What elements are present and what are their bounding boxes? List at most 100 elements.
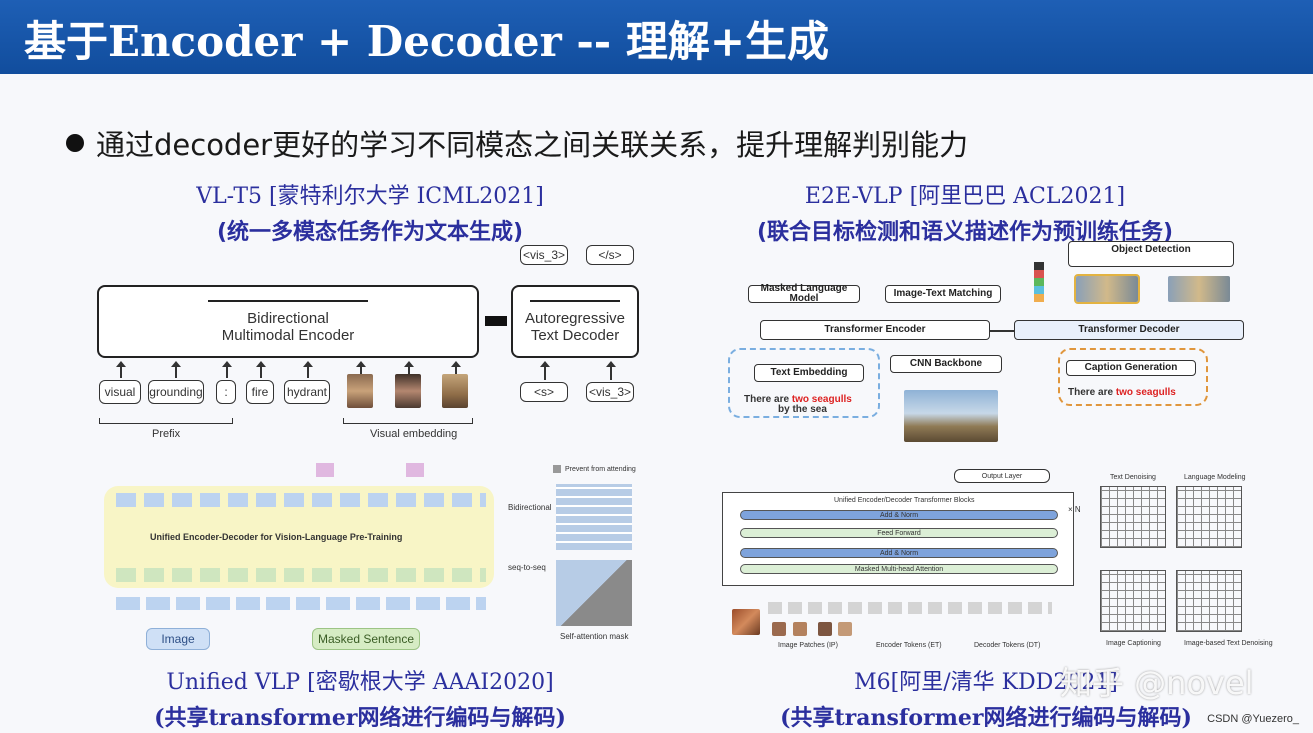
up-arrow-icon bbox=[116, 361, 126, 378]
m6-add-norm: Add & Norm bbox=[740, 510, 1058, 520]
caption-gen-group bbox=[1058, 348, 1208, 406]
m6-title: M6[阿里/清华 KDD2021] bbox=[854, 670, 1118, 695]
slide-header: 基于Encoder + Decoder -- 理解+生成 bbox=[0, 0, 1313, 74]
vlp-input-tokens bbox=[116, 597, 486, 610]
output-token: </s> bbox=[586, 245, 634, 265]
color-legend-icon bbox=[1034, 262, 1044, 302]
m6-input-tokens bbox=[768, 602, 1052, 614]
vlp-mask-top bbox=[316, 463, 334, 477]
m6-subtitle: (共享transformer网络进行编码与解码) bbox=[780, 705, 1192, 731]
seq2seq-label: seq-to-seq bbox=[508, 563, 546, 572]
text-sample: There are two seagulls bbox=[744, 394, 852, 405]
mask-label: Self-attention mask bbox=[560, 632, 629, 641]
unified-vlp-caption: Unified VLP [密歇根大学 AAAI2020] (共享transfor… bbox=[150, 664, 570, 732]
up-arrow-icon bbox=[171, 361, 181, 378]
legend-swatch-icon bbox=[553, 465, 561, 473]
text-sample-line2: by the sea bbox=[778, 404, 827, 415]
m6-patch-image bbox=[772, 622, 786, 636]
text-embedding-box: Text Embedding bbox=[754, 364, 864, 382]
m6-caption: M6[阿里/清华 KDD2021] (共享transformer网络进行编码与解… bbox=[766, 664, 1206, 732]
visual-embedding-label: Visual embedding bbox=[370, 428, 458, 440]
m6-blocks-label: Unified Encoder/Decoder Transformer Bloc… bbox=[834, 497, 975, 504]
m6-language-modeling-label: Language Modeling bbox=[1184, 474, 1246, 481]
vlt5-decoder-box: Autoregressive Text Decoder bbox=[511, 285, 639, 358]
bullet-text: 通过decoder更好的学习不同模态之间关联关系，提升理解判别能力 bbox=[96, 128, 969, 162]
m6-grid-1 bbox=[1100, 486, 1166, 548]
csdn-credit: CSDN @Yuezero_ bbox=[1207, 713, 1299, 725]
e2evlp-title: E2E-VLP [阿里巴巴 ACL2021] bbox=[804, 184, 1126, 209]
output-token: <vis_3> bbox=[520, 245, 568, 265]
caption-sample-a: There are bbox=[1068, 387, 1116, 398]
masked-lm-box: Masked Language Model bbox=[748, 283, 860, 304]
up-arrow-icon bbox=[540, 361, 550, 380]
input-token: grounding bbox=[148, 380, 204, 404]
m6-patch-image bbox=[732, 609, 760, 635]
prefix-label: Prefix bbox=[152, 428, 181, 440]
m6-patch-image bbox=[818, 622, 832, 636]
decoder-input-token: <s> bbox=[520, 382, 568, 402]
decoder-line1: Autoregressive bbox=[524, 309, 626, 327]
visual-patch-image bbox=[395, 374, 421, 408]
text-embedding-group bbox=[728, 348, 880, 418]
text-sample-a: There are bbox=[744, 394, 792, 405]
m6-text-denoising-label: Text Denoising bbox=[1110, 474, 1156, 481]
m6-enc-tokens-label: Encoder Tokens (ET) bbox=[876, 642, 942, 649]
seq2seq-attention-mask bbox=[556, 560, 632, 626]
masked-sentence-box: Masked Sentence bbox=[312, 628, 420, 650]
bidir-attention-mask bbox=[556, 484, 632, 550]
m6-patches-label: Image Patches (IP) bbox=[778, 642, 838, 649]
right-arrow-icon bbox=[485, 316, 507, 326]
caption-gen-box: Caption Generation bbox=[1066, 360, 1196, 376]
m6-image-captioning-label: Image Captioning bbox=[1106, 640, 1161, 647]
m6-ff: Feed Forward bbox=[740, 528, 1058, 538]
vlp-mask-top bbox=[406, 463, 424, 477]
encoder-line1: Bidirectional bbox=[247, 309, 329, 327]
decoder-line2: Text Decoder bbox=[530, 326, 620, 344]
detection-photo bbox=[1074, 274, 1140, 304]
m6-grid-3 bbox=[1100, 570, 1166, 632]
cnn-backbone-box: CNN Backbone bbox=[890, 355, 1002, 373]
caption-sample-b: two seagulls bbox=[1115, 387, 1176, 398]
m6-patch-image bbox=[838, 622, 852, 636]
visual-patch-image bbox=[347, 374, 373, 408]
up-arrow-icon bbox=[606, 361, 616, 380]
legend-label: Prevent from attending bbox=[565, 466, 636, 473]
e2evlp-subtitle: (联合目标检测和语义描述作为预训练任务) bbox=[756, 220, 1174, 245]
m6-grid-4 bbox=[1176, 570, 1242, 632]
vlt5-caption: VL-T5 [蒙特利尔大学 ICML2021] (统一多模态任务作为文本生成) bbox=[160, 178, 580, 246]
visual-bracket bbox=[343, 418, 473, 424]
bidirectional-arrow-icon bbox=[208, 299, 368, 302]
connector-arrow-icon bbox=[990, 330, 1014, 332]
up-arrow-icon bbox=[451, 361, 461, 374]
input-token: : bbox=[216, 380, 236, 404]
seagull-photo bbox=[904, 390, 998, 442]
e2evlp-caption: E2E-VLP [阿里巴巴 ACL2021] (联合目标检测和语义描述作为预训练… bbox=[710, 178, 1220, 246]
unified-vlp-subtitle: (共享transformer网络进行编码与解码) bbox=[154, 705, 566, 731]
decoder-input-token: <vis_3> bbox=[586, 382, 634, 402]
detection-photo bbox=[1168, 276, 1230, 302]
up-arrow-icon bbox=[303, 361, 313, 378]
visual-patch-image bbox=[442, 374, 468, 408]
vlt5-encoder-box: Bidirectional Multimodal Encoder bbox=[97, 285, 479, 358]
vlp-bottom-tokens bbox=[116, 568, 486, 582]
bidirectional-label: Bidirectional bbox=[508, 503, 552, 512]
m6-grid-2 bbox=[1176, 486, 1242, 548]
transformer-encoder-box: Transformer Encoder bbox=[760, 320, 990, 340]
vlp-top-tokens bbox=[116, 493, 486, 507]
obj-det-box: Object Detection bbox=[1068, 241, 1234, 267]
itm-box: Image-Text Matching bbox=[885, 285, 1001, 303]
transformer-decoder-box: Transformer Decoder bbox=[1014, 320, 1244, 340]
m6-image-text-denoising-label: Image-based Text Denoising bbox=[1184, 640, 1273, 647]
prefix-bracket bbox=[99, 418, 233, 424]
bullet-dot-icon bbox=[66, 134, 84, 152]
caption-sample: There are two seagulls bbox=[1068, 387, 1176, 398]
up-arrow-icon bbox=[222, 361, 232, 378]
bullet-point: 通过decoder更好的学习不同模态之间关联关系，提升理解判别能力 bbox=[66, 122, 968, 164]
slide-title: 基于Encoder + Decoder -- 理解+生成 bbox=[24, 17, 830, 66]
zhihu-watermark: 知乎 @novel bbox=[1060, 664, 1254, 702]
encoder-line2: Multimodal Encoder bbox=[221, 326, 355, 344]
input-token: visual bbox=[99, 380, 141, 404]
m6-nx-label: × N bbox=[1068, 505, 1081, 514]
text-sample-b: two seagulls bbox=[791, 394, 852, 405]
m6-add-norm-2: Add & Norm bbox=[740, 548, 1058, 558]
